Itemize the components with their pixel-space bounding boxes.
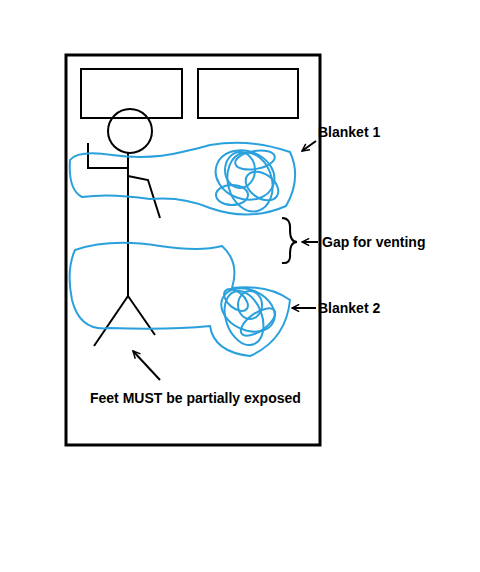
stick-figure	[88, 109, 160, 346]
callout-label: Blanket 2	[318, 300, 380, 316]
pillow	[198, 69, 298, 118]
blanket-outline	[70, 143, 295, 215]
blanket-scribble	[220, 285, 252, 315]
blanket-scribble	[236, 303, 279, 341]
leader-arrow	[302, 241, 318, 243]
blanket-scribble	[218, 286, 271, 351]
callout-arrows	[133, 141, 318, 380]
blanket-2	[70, 243, 290, 356]
pillow	[81, 69, 182, 118]
blanket-outline	[70, 243, 290, 356]
blanket-scribble	[221, 147, 279, 216]
blanket-scribble	[234, 148, 277, 173]
leader-arrow	[292, 307, 316, 309]
gap-bracket	[282, 218, 297, 263]
leader-arrow	[133, 351, 160, 380]
figure-leg	[94, 296, 128, 346]
figure-body	[127, 153, 129, 298]
bed-outline	[66, 55, 320, 445]
figure-head	[108, 109, 152, 153]
blanket-scribble	[216, 185, 248, 205]
note-text: Feet MUST be partially exposed	[90, 390, 301, 406]
callout-label: Gap for venting	[322, 234, 425, 250]
blanket-1	[70, 142, 295, 216]
leader-arrow	[302, 141, 316, 151]
callout-label: Blanket 1	[318, 124, 380, 140]
